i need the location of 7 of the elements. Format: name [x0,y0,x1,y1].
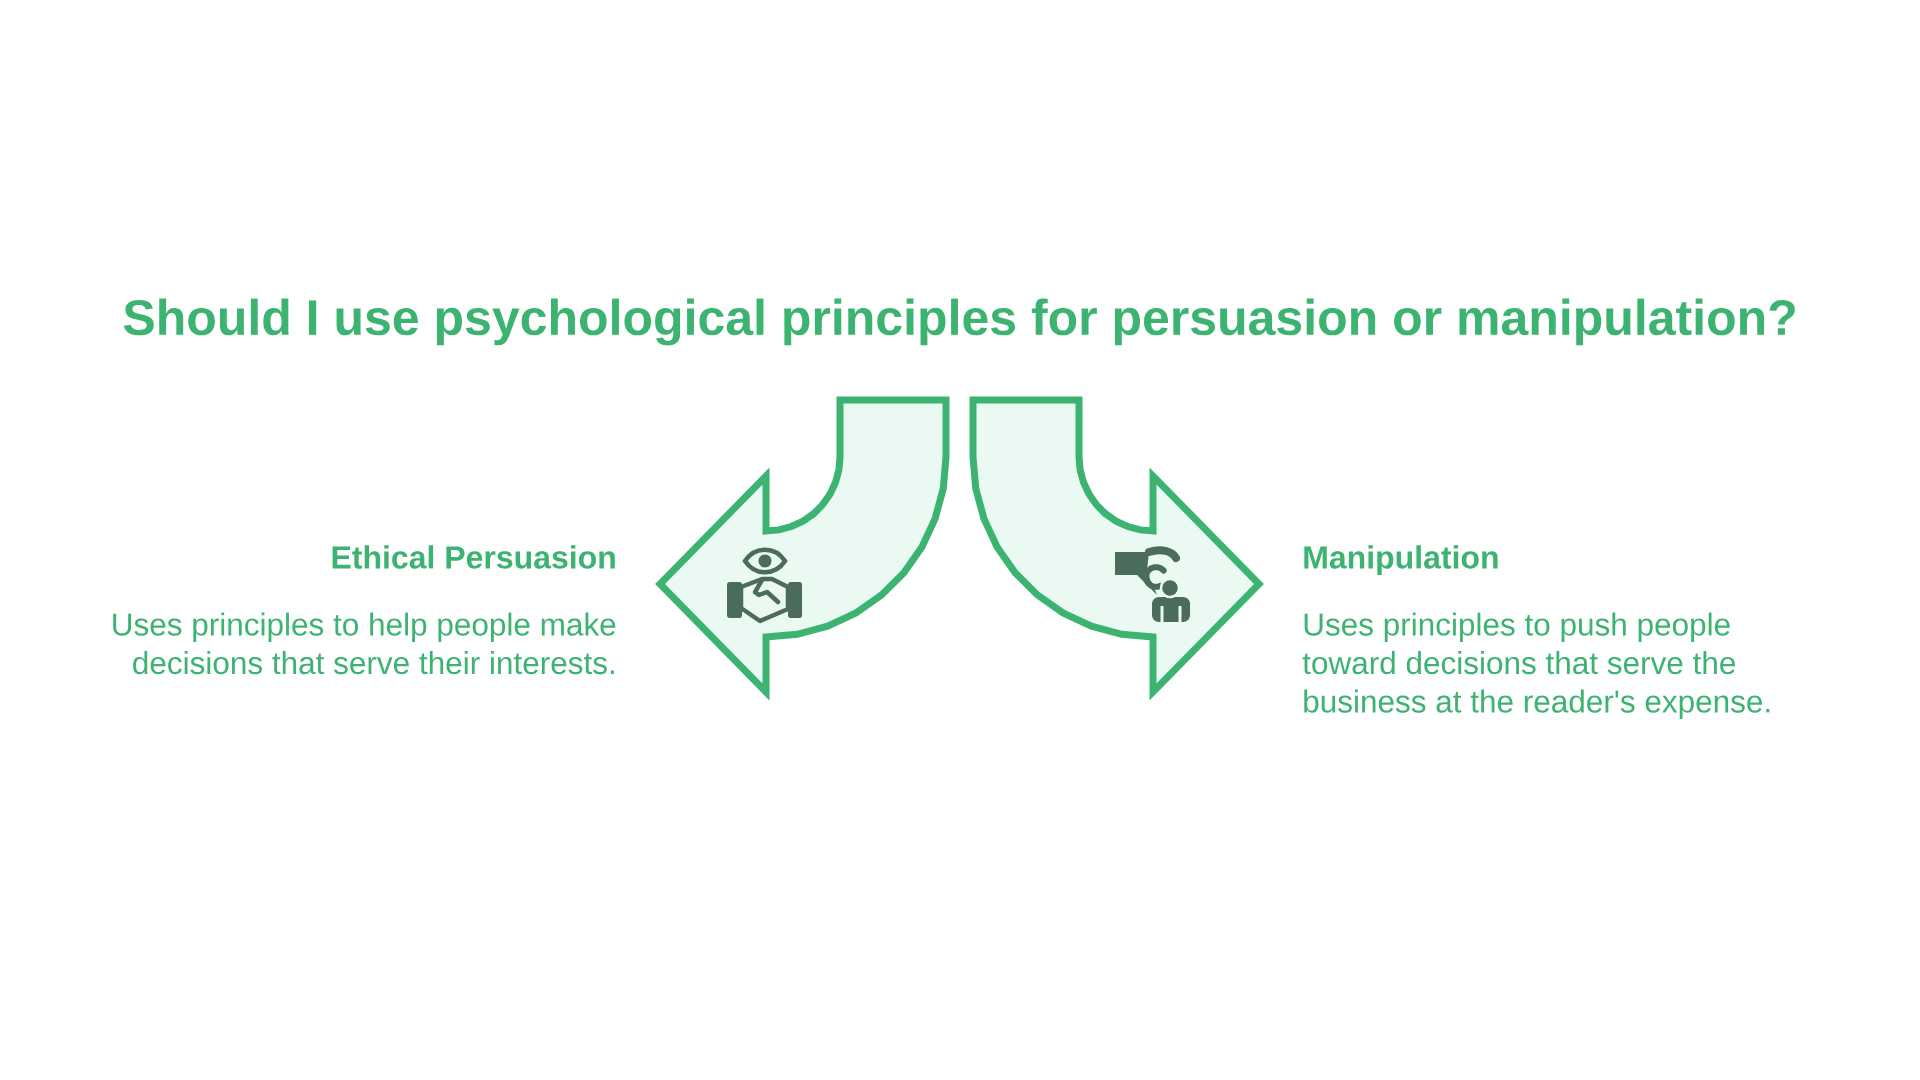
option-heading: Ethical Persuasion [332,545,615,569]
option-description: Uses principles to help people make decisions that serve their interests. [113,612,616,675]
block-arrow [969,396,1264,701]
option-description: Uses principles to push people toward decisions that serve the business at the reader's expense. [1302,612,1770,719]
option-heading: Manipulation [1304,545,1498,576]
block-arrow [655,396,950,701]
title: Should I use psychological principles for persuasion or manipulation? [123,298,1795,346]
